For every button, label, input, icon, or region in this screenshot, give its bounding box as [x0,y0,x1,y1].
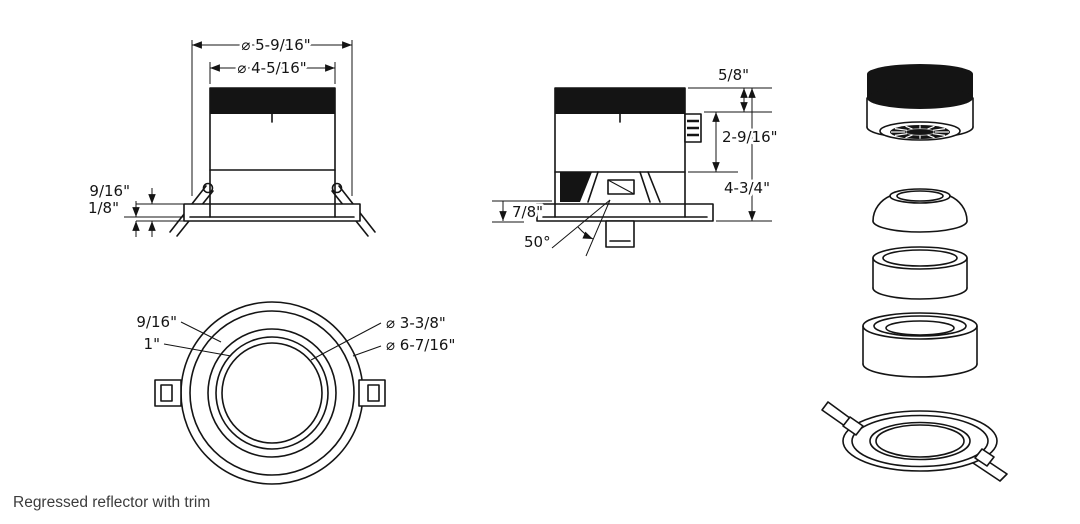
driver-housing [866,64,974,141]
plan-leader-lines [163,321,382,361]
exploded-view [821,64,1008,482]
housing-band-side [555,88,685,114]
spacer-ring [872,246,968,300]
trim-cup [862,312,978,378]
reflector-inner-circle [215,336,329,450]
housing-band-front [210,88,335,114]
clip-housing-left [154,379,182,407]
junction-block [684,113,702,143]
front-body-dia-label: ⌀ 4-5/16" [237,59,306,77]
plan-view: 9/16" 1" ⌀ 3-3/8" ⌀ 6-7/16" [134,301,458,485]
side-dimension-lines [492,87,772,257]
trim-flange-front [183,203,361,222]
plan-aperture-dia-label: ⌀ 3-3/8" [386,314,446,332]
side-top-section-label: 5/8" [718,66,749,84]
side-regression-depth-label: 7/8" [512,203,543,221]
front-fixture [169,87,376,237]
reflector-section [560,171,661,203]
caption: Regressed reflector with trim [13,494,211,511]
side-overall-height-label: 4-3/4" [724,179,770,197]
beam-angle-rays [551,199,611,257]
plan-outer-dia-label: ⌀ 6-7/16" [386,336,455,354]
reflector-outer-circle [207,328,337,458]
side-housing-height-label: 2-9/16" [722,128,778,146]
plan-reflector-ring-label: 1" [144,335,160,353]
lens-grille [879,121,961,141]
plan-trim-face-label: 9/16" [136,313,177,331]
front-dimension-lines [124,40,353,237]
trim-inner-circle [189,310,355,476]
front-flange-lip-label: 1/8" [88,199,119,217]
torsion-spring-left [821,401,864,436]
side-fixture [536,87,714,248]
socket-box [605,220,635,248]
plan-circles [180,301,364,485]
front-trim-height-label: 9/16" [89,182,130,200]
front-outer-dia-label: ⌀ 5-9/16" [241,36,310,54]
reflector-dome [872,188,968,233]
front-view: ⌀ 5-9/16" ⌀ 4-5/16" 9/16" 1/8" [85,34,376,237]
trim-flange-side [536,203,714,222]
clip-housing-right [358,379,386,407]
side-beam-angle-label: 50° [524,233,551,251]
side-view: 5/8" 2-9/16" 4-3/4" 7/8" 50° [492,64,780,257]
trim-ring [821,401,1008,482]
aperture-circle [221,342,323,444]
torsion-spring-right [972,448,1008,482]
